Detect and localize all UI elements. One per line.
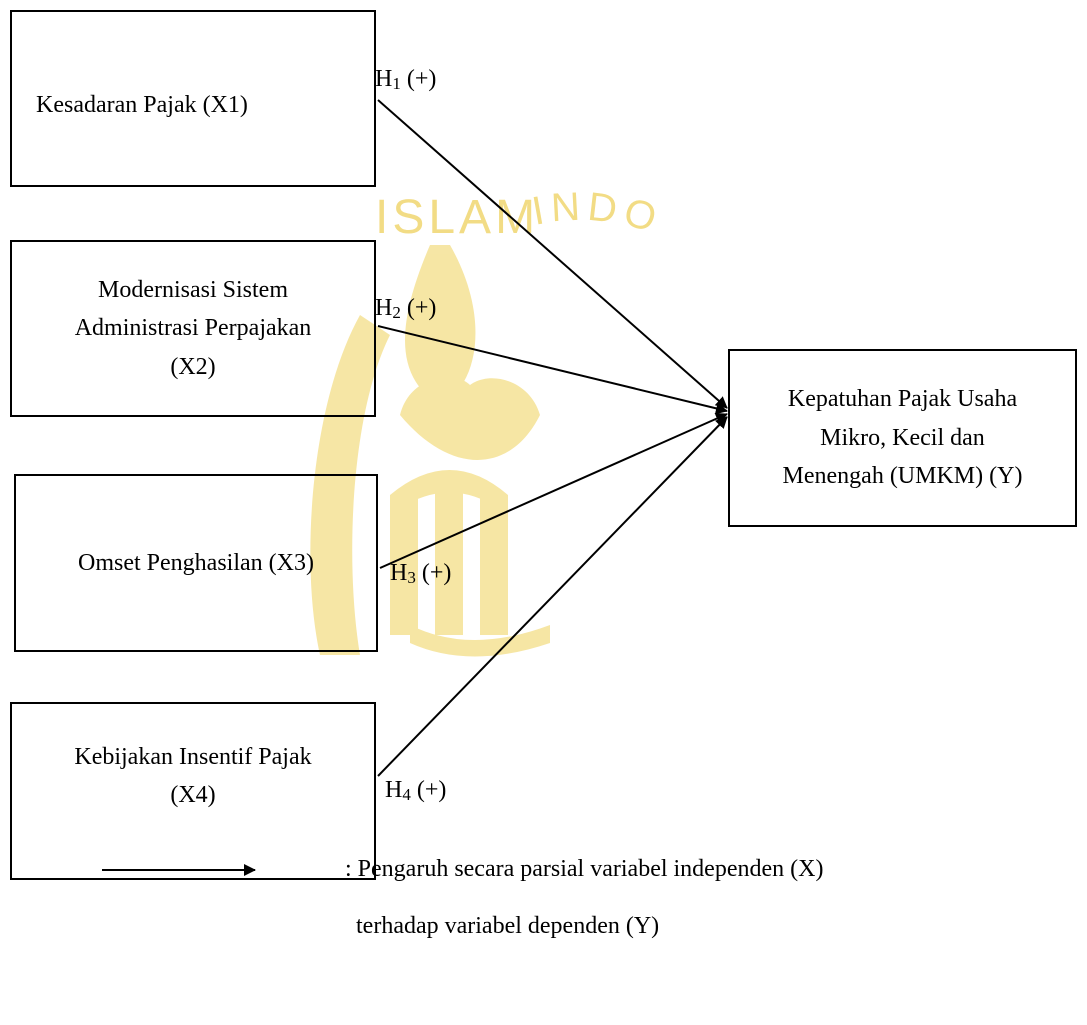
- hypothesis-h3: H3 (+): [390, 560, 452, 587]
- hypothesis-h4: H4 (+): [385, 777, 447, 804]
- legend-text-line1: : Pengaruh secara parsial variabel indep…: [345, 856, 824, 882]
- node-x3: Omset Penghasilan (X3): [14, 474, 378, 652]
- node-x1-label: Kesadaran Pajak (X1): [36, 92, 248, 118]
- watermark-top-text: ISLAM: [375, 191, 539, 244]
- arrow-x3-to-y: [379, 412, 728, 569]
- node-x3-label: Omset Penghasilan (X3): [78, 549, 314, 576]
- node-x2-line3: (X2): [170, 353, 216, 380]
- node-x4-line2: (X4): [170, 782, 216, 809]
- hypothesis-h2: H2 (+): [375, 295, 437, 322]
- arrow-x1-to-y: [377, 99, 728, 409]
- node-y-line3: Menengah (UMKM) (Y): [782, 463, 1023, 490]
- node-y: Kepatuhan Pajak Usaha Mikro, Kecil dan M…: [728, 349, 1077, 527]
- node-x1: Kesadaran Pajak (X1): [10, 10, 376, 187]
- node-y-line1: Kepatuhan Pajak Usaha: [787, 386, 1018, 413]
- node-y-line2: Mikro, Kecil dan: [820, 424, 985, 451]
- node-x4-line1: Kebijakan Insentif Pajak: [74, 744, 312, 770]
- arrow-x4-to-y: [377, 416, 728, 777]
- legend-text-line2: terhadap variabel dependen (Y): [356, 913, 660, 939]
- node-x2-line2: Administrasi Perpajakan: [74, 315, 312, 342]
- watermark-seal: ISLAM INDONESIA: [310, 185, 660, 657]
- node-x4: Kebijakan Insentif Pajak (X4): [10, 702, 376, 880]
- node-x2-line1: Modernisasi Sistem: [98, 276, 288, 303]
- arrow-x2-to-y: [377, 325, 728, 415]
- node-x2: Modernisasi Sistem Administrasi Perpajak…: [10, 240, 376, 417]
- hypothesis-h1: H1 (+): [375, 66, 437, 93]
